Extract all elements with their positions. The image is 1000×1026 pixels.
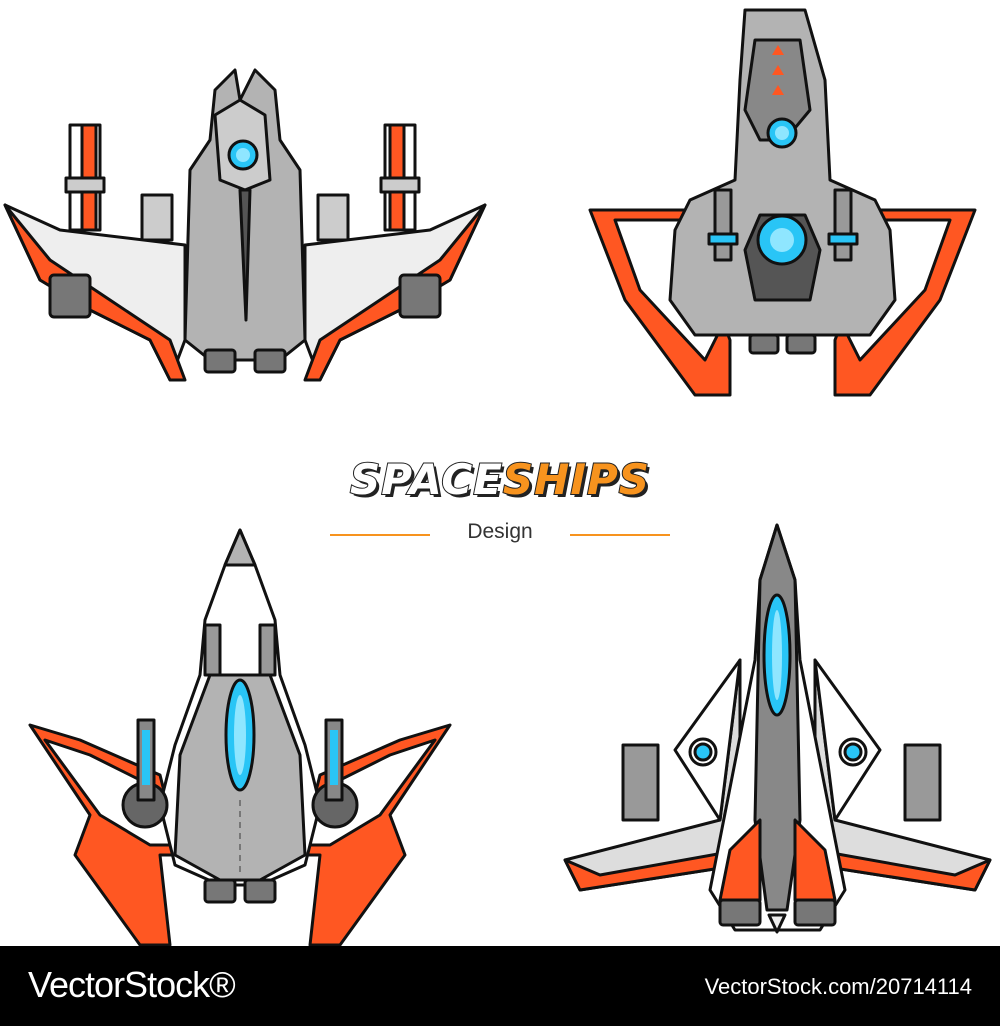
page-subtitle: Design xyxy=(467,520,533,543)
illustration-stage: SPACESHIPS Design xyxy=(3,8,992,947)
spaceship-bottom-left xyxy=(28,528,452,947)
title-word-space: SPACE xyxy=(349,454,503,505)
spaceship-bottom-right xyxy=(563,523,992,934)
title-word-ships: SHIPS xyxy=(502,454,650,505)
page-title: SPACESHIPS xyxy=(300,450,700,510)
brand-logo-text: VectorStock® xyxy=(28,964,236,1005)
image-id-text: VectorStock.com/20714114 xyxy=(704,974,972,999)
subtitle-divider-right xyxy=(570,534,670,536)
watermark-footer: VectorStock® VectorStock.com/20714114 xyxy=(0,946,1000,1026)
spaceship-top-left xyxy=(3,68,487,382)
title-block: SPACESHIPS Design xyxy=(300,450,700,560)
subtitle-row: Design xyxy=(330,518,670,548)
subtitle-divider-left xyxy=(330,534,430,536)
spaceship-top-right xyxy=(588,8,977,397)
